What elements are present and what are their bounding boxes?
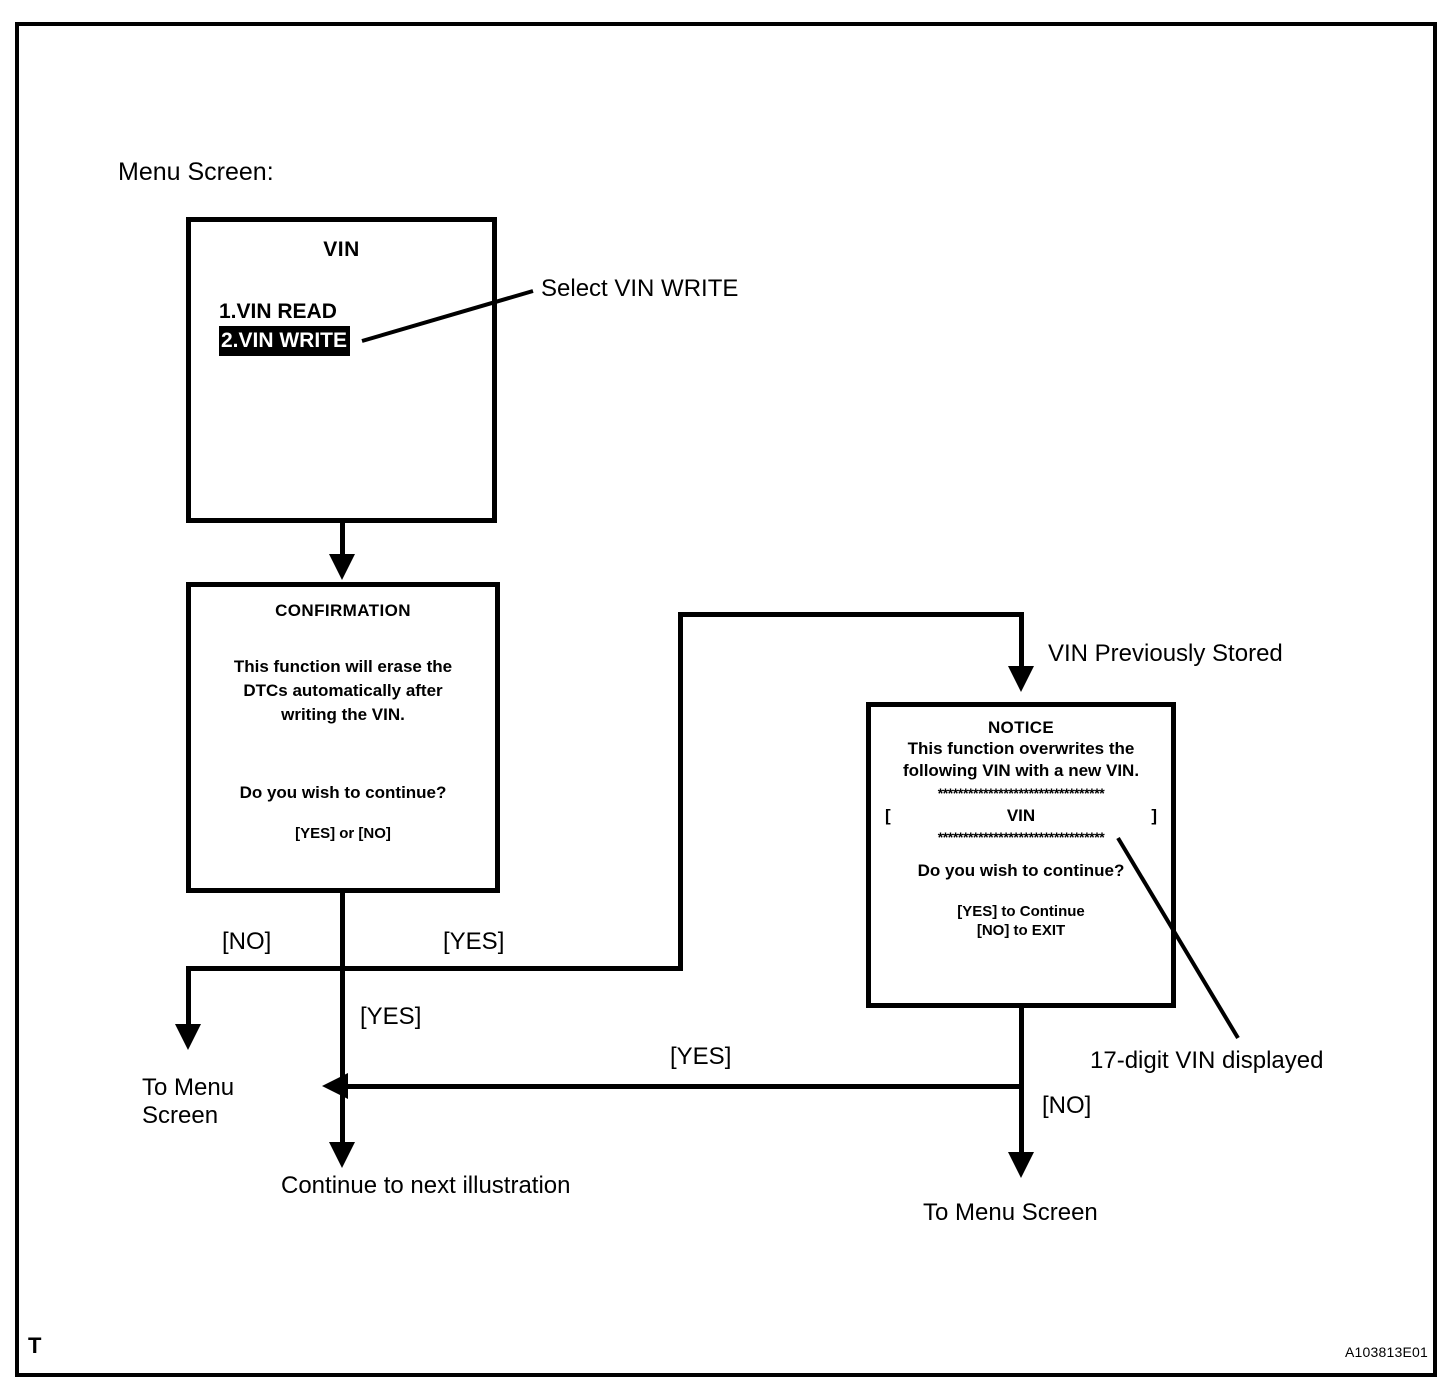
notice-bracket-close: ] [1151, 805, 1157, 825]
arrowhead-notice-entry [1008, 666, 1034, 692]
vin-menu-title: VIN [323, 238, 360, 261]
screen-notice: NOTICE This function overwrites the foll… [866, 702, 1176, 1008]
terminal-continue-next-illustration: Continue to next illustration [281, 1172, 571, 1199]
vin-menu-list: 1.VIN READ 2.VIN WRITE [191, 298, 492, 357]
confirmation-body-line-2: DTCs automatically after [243, 681, 443, 701]
notice-option-yes: [YES] to Continue [957, 902, 1085, 920]
select-vin-write-leader [361, 289, 534, 343]
seventeen-digit-vin-callout: 17-digit VIN displayed [1090, 1047, 1324, 1074]
confirmation-options: [YES] or [NO] [295, 825, 391, 843]
confirmation-question: Do you wish to continue? [239, 783, 447, 803]
notice-option-no: [NO] to EXIT [976, 921, 1066, 939]
notice-bracket-open: [ [885, 805, 891, 825]
corner-mark-t: T [28, 1333, 42, 1358]
confirm-yes-top-bar [678, 612, 1024, 617]
arrowhead-confirm-no [175, 1024, 201, 1050]
label-notice-yes: [YES] [670, 1043, 732, 1070]
terminal-to-menu-screen-left: To Menu Screen [142, 1074, 272, 1131]
notice-question: Do you wish to continue? [917, 860, 1125, 880]
seventeen-digit-vin-leader [1116, 836, 1240, 1040]
notice-separator-top: ********************************* [937, 784, 1105, 801]
terminal-left-line-1: To Menu [142, 1074, 235, 1101]
notice-body-line-2: following VIN with a new VIN. [902, 760, 1140, 780]
label-confirm-no: [NO] [222, 928, 272, 955]
figure-id-label: A103813E01 [1345, 1344, 1428, 1360]
notice-entry-drop [1019, 612, 1024, 670]
confirm-exit-stem [340, 893, 345, 1146]
confirmation-body-line-3: writing the VIN. [281, 705, 405, 725]
vin-previously-stored-callout: VIN Previously Stored [1048, 640, 1283, 667]
select-vin-write-callout: Select VIN WRITE [541, 275, 739, 302]
notice-vin-placeholder: VIN [1006, 805, 1036, 825]
arrowhead-notice-no [1008, 1152, 1034, 1178]
label-confirm-yes-top: [YES] [443, 928, 505, 955]
label-notice-no: [NO] [1042, 1092, 1092, 1119]
notice-title: NOTICE [987, 718, 1055, 737]
terminal-left-line-2: Screen [142, 1102, 219, 1130]
notice-exit-stem [1019, 1008, 1024, 1156]
screen-vin-menu: VIN 1.VIN READ 2.VIN WRITE [186, 217, 497, 523]
confirmation-body: This function will erase the DTCs automa… [191, 655, 495, 727]
notice-vin-row: [ VIN ] [871, 806, 1171, 826]
notice-body: This function overwrites the following V… [871, 738, 1171, 782]
menu-item-vin-read[interactable]: 1.VIN READ [219, 300, 337, 323]
confirmation-title: CONFIRMATION [275, 601, 411, 620]
confirm-no-drop [186, 966, 191, 1028]
arrowhead-vin-to-confirm [329, 554, 355, 580]
arrowhead-notice-yes-return [322, 1073, 348, 1099]
notice-separator-bottom: ********************************* [937, 828, 1105, 845]
label-confirm-yes-mid: [YES] [360, 1003, 422, 1030]
confirm-branch-bar [186, 966, 683, 971]
notice-yes-return-bar [346, 1084, 1021, 1089]
connector-vin-to-confirm [340, 522, 345, 558]
menu-screen-caption: Menu Screen: [118, 158, 274, 186]
menu-item-vin-write[interactable]: 2.VIN WRITE [219, 325, 351, 357]
confirmation-body-line-1: This function will erase the [233, 657, 453, 676]
terminal-to-menu-screen-right: To Menu Screen [923, 1199, 1098, 1226]
screen-confirmation: CONFIRMATION This function will erase th… [186, 582, 500, 893]
confirm-yes-riser [678, 612, 683, 968]
page-border [15, 22, 1437, 1377]
arrowhead-continue-next [329, 1142, 355, 1168]
notice-body-line-1: This function overwrites the [907, 739, 1135, 758]
